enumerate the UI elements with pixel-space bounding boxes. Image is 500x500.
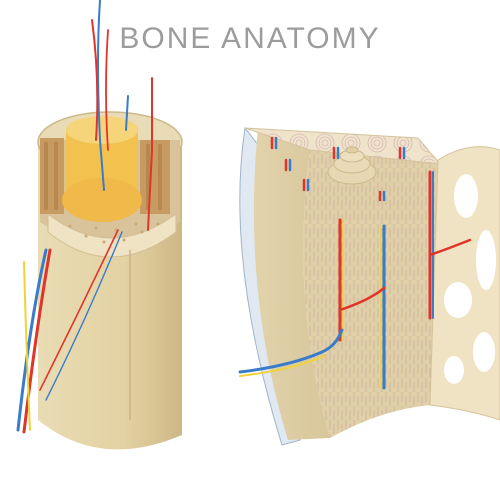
- top-vessel-stubs: [270, 136, 406, 202]
- compact-bone-wedge: [238, 126, 500, 446]
- artery-top: [91, 19, 99, 141]
- marrow-top: [66, 116, 138, 144]
- lamella-stripe: [146, 144, 150, 210]
- vein-small: [125, 95, 129, 131]
- vein-top: [97, 0, 105, 191]
- nerve-transverse: [239, 355, 325, 377]
- artery-branch: [39, 229, 119, 391]
- long-bone-section: [16, 0, 183, 450]
- lamella-stripe: [158, 144, 162, 210]
- lamellae-right: [140, 140, 170, 214]
- lamellae-left: [40, 138, 64, 214]
- artery-branch-right: [428, 238, 472, 257]
- spongy-bone: [47, 212, 177, 258]
- spongy-dots: [68, 222, 160, 244]
- vein-left: [16, 248, 48, 432]
- lamella-stripe: [54, 142, 58, 210]
- artery-top-2: [105, 29, 109, 151]
- vessels-right: [238, 170, 472, 390]
- spongy-trabeculae: [429, 146, 500, 421]
- diagram-title: BONE ANATOMY: [119, 22, 381, 55]
- artery-left: [22, 248, 52, 434]
- front-face: [303, 150, 438, 438]
- vein-transverse: [238, 328, 344, 374]
- artery-right: [147, 77, 153, 231]
- nerve-left: [23, 261, 31, 431]
- lamella-stripe: [44, 142, 48, 210]
- vein-branch: [45, 231, 123, 401]
- osteon-tower: [327, 146, 377, 185]
- marrow-bottom: [62, 178, 142, 222]
- vessels-left: [16, 0, 153, 434]
- artery-volkmann: [338, 286, 386, 312]
